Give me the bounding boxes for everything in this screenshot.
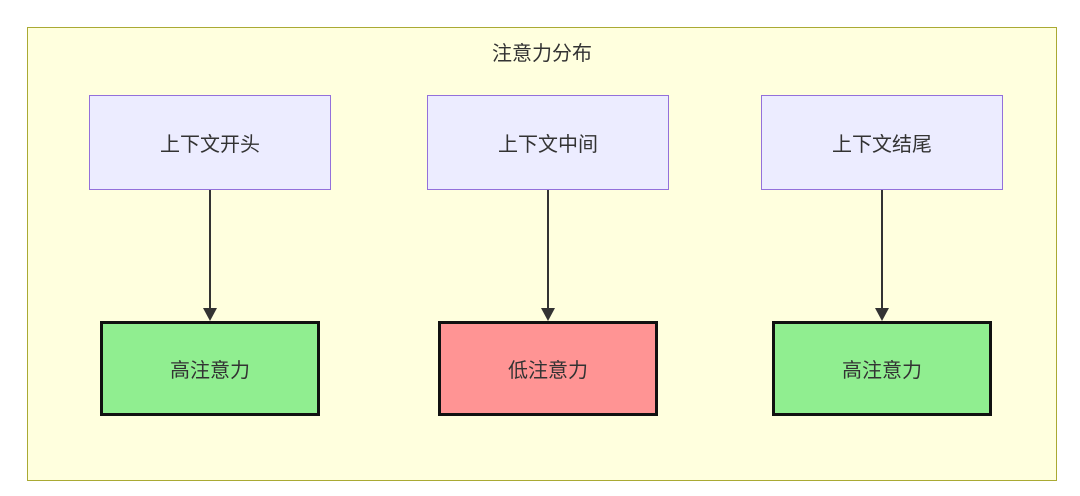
node-context-middle-label: 上下文中间 [498, 134, 598, 156]
node-attention-1: 高注意力 [100, 321, 320, 416]
attention-distribution-container: 注意力分布 上下文开头 高注意力 上下文中间 低注意力 [27, 27, 1057, 481]
node-context-start-label: 上下文开头 [160, 134, 260, 156]
column-context-start: 上下文开头 高注意力 [85, 95, 335, 416]
diagram-title: 注意力分布 [492, 43, 592, 65]
arrow-down-icon [541, 190, 555, 321]
column-context-end: 上下文结尾 高注意力 [757, 95, 1007, 416]
arrow-down-icon [875, 190, 889, 321]
node-context-end-label: 上下文结尾 [832, 134, 932, 156]
node-context-start: 上下文开头 [89, 95, 331, 190]
column-context-middle: 上下文中间 低注意力 [423, 95, 673, 416]
node-context-end: 上下文结尾 [761, 95, 1003, 190]
node-context-middle: 上下文中间 [427, 95, 669, 190]
node-attention-2: 低注意力 [438, 321, 658, 416]
node-attention-1-label: 高注意力 [170, 360, 250, 382]
arrow-down-icon [203, 190, 217, 321]
node-attention-3: 高注意力 [772, 321, 992, 416]
node-attention-3-label: 高注意力 [842, 360, 922, 382]
node-attention-2-label: 低注意力 [508, 360, 588, 382]
